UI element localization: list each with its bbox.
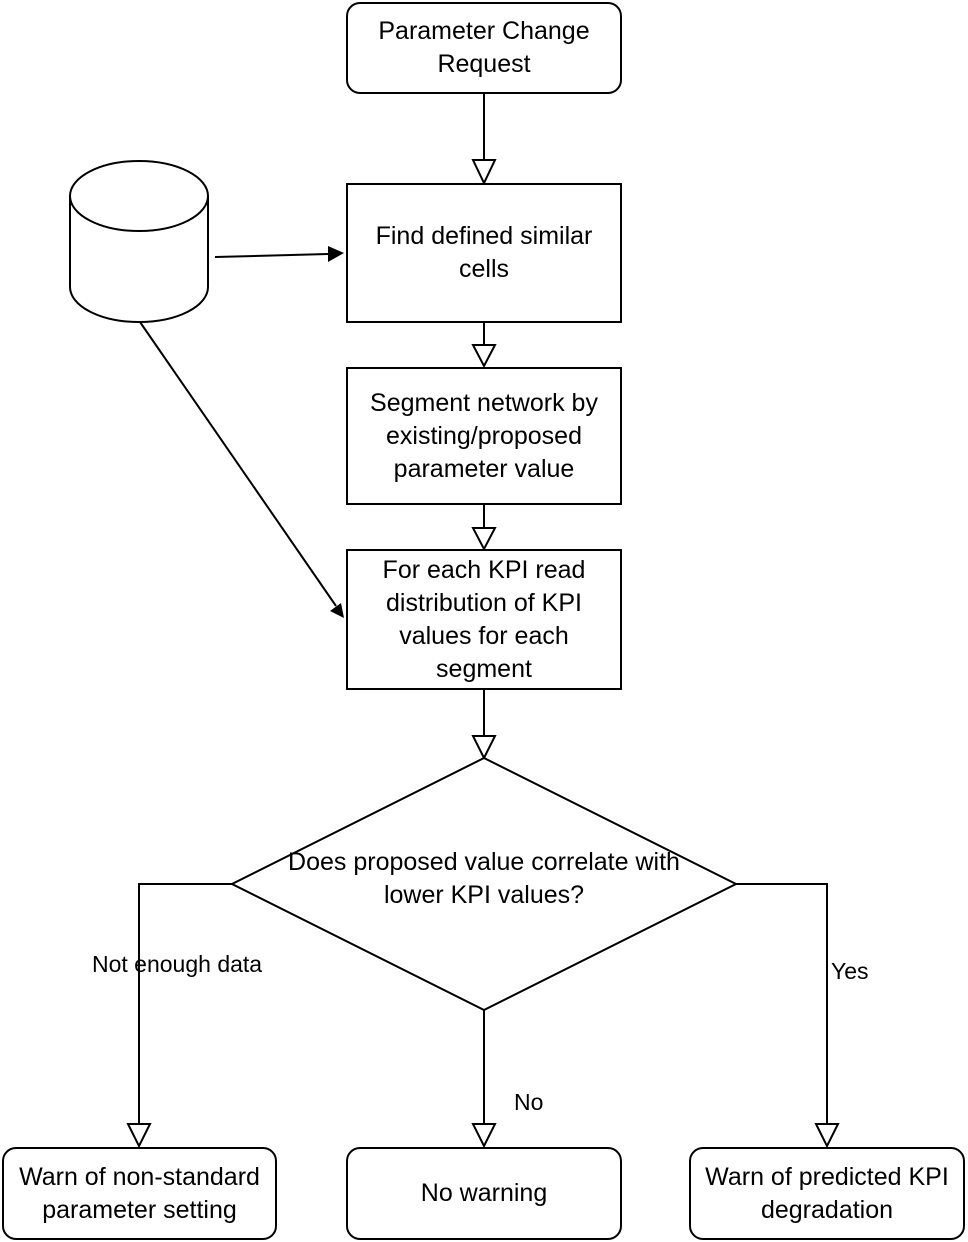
read-kpi-distribution-node: For each KPI read distribution of KPI va… <box>346 549 622 690</box>
edge-label-yes: Yes <box>831 958 869 984</box>
edge-db-to-read <box>139 321 337 607</box>
arrowhead-open <box>814 1123 840 1149</box>
edge-db-to-find <box>214 253 329 258</box>
edge-yes <box>736 883 828 1124</box>
arrowhead-open <box>471 735 497 761</box>
warn-nonstandard-node: Warn of non-standard parameter setting <box>2 1147 277 1240</box>
arrowhead-open <box>471 527 497 552</box>
arrowhead-filled <box>328 246 344 262</box>
arrowhead-open <box>471 1123 497 1149</box>
edge-label-not-enough-data: Not enough data <box>92 951 263 977</box>
arrowhead-open <box>126 1123 152 1149</box>
arrowhead-filled <box>330 603 344 618</box>
start-node-label: Parameter Change Request <box>378 17 590 78</box>
no-warning-label: No warning <box>420 1179 548 1207</box>
database-icon <box>69 160 209 323</box>
warn-nonstandard-label: Warn of non-standard parameter setting <box>19 1162 260 1224</box>
arrowhead-open <box>471 344 497 369</box>
arrowhead-open <box>471 159 497 186</box>
no-warning-node: No warning <box>346 1147 622 1240</box>
find-similar-cells-node: Find defined similar cells <box>346 183 622 323</box>
edge-not-enough-data <box>138 883 232 1124</box>
edge-label-no: No <box>514 1089 544 1115</box>
start-node: Parameter Change Request <box>346 2 622 94</box>
warn-degradation-label: Warn of predicted KPI degradation <box>705 1162 949 1224</box>
segment-network-node: Segment network by existing/proposed par… <box>346 367 622 505</box>
find-similar-cells-label: Find defined similar cells <box>375 222 593 283</box>
warn-degradation-node: Warn of predicted KPI degradation <box>689 1147 965 1240</box>
read-kpi-distribution-label: For each KPI read distribution of KPI va… <box>382 555 586 683</box>
decision-label: Does proposed value correlate with lower… <box>288 848 680 909</box>
segment-network-label: Segment network by existing/proposed par… <box>370 388 598 483</box>
